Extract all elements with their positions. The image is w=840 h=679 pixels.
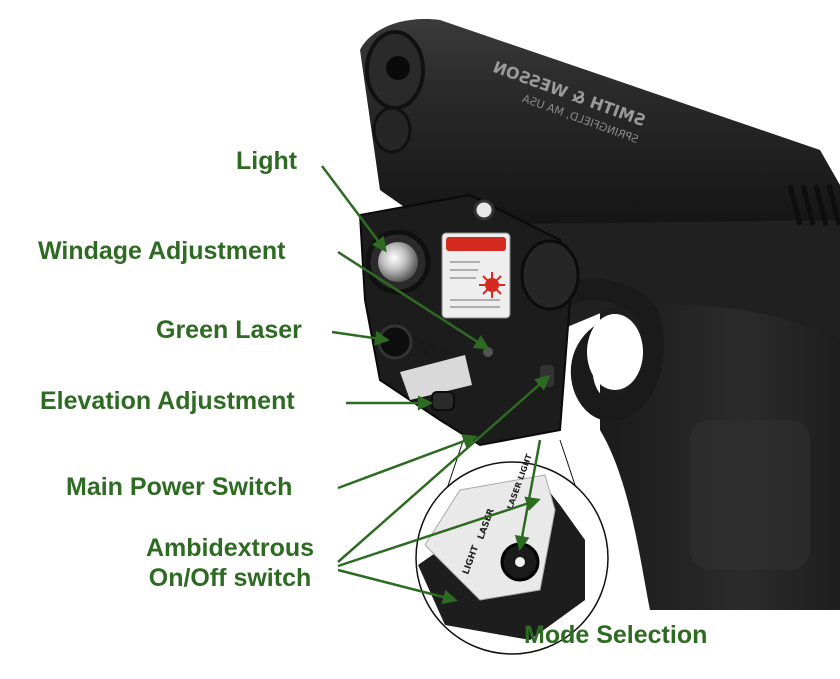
pistol-illustration: SMITH & WESSON SPRINGFIELD, MA USA <box>358 19 840 610</box>
windage-screw <box>483 347 493 357</box>
pointer-ambi-2 <box>337 496 541 568</box>
pointer-green-laser <box>331 330 390 346</box>
grip-texture <box>690 420 810 570</box>
pointer-light <box>321 165 387 253</box>
mode-selector-inset: LIGHT LASER LASER LIGHT <box>415 434 609 655</box>
label-ambidextrous-line1: Ambidextrous <box>145 534 315 562</box>
pointer-windage <box>337 250 490 350</box>
pointer-main-power <box>337 434 478 490</box>
pistol-slide <box>360 19 840 225</box>
label-main-power-switch: Main Power Switch <box>66 473 293 501</box>
muzzle-bore <box>386 56 410 80</box>
laser-warning-icon <box>479 272 505 298</box>
mount-screw <box>473 199 495 221</box>
label-mode-selection: Mode Selection <box>524 621 708 649</box>
pointer-lines <box>321 165 551 605</box>
label-ambidextrous-line2: On/Off switch <box>148 564 312 592</box>
label-green-laser: Green Laser <box>156 316 302 344</box>
pointer-ambi-3 <box>337 568 458 605</box>
light-lens-icon <box>378 242 418 282</box>
label-elevation-adjustment: Elevation Adjustment <box>40 387 295 415</box>
pointer-ambi-1 <box>337 375 551 563</box>
pointer-mode <box>514 439 542 551</box>
laser-aperture-icon <box>377 324 413 360</box>
mode-dial-center <box>515 557 525 567</box>
elevation-knob <box>431 391 455 411</box>
label-windage-adjustment: Windage Adjustment <box>38 237 286 265</box>
laser-warning-label <box>441 232 511 319</box>
label-ambidextrous-switch: Ambidextrous On/Off switch <box>130 533 330 593</box>
muzzle-lower <box>372 106 412 154</box>
slide-serrations <box>787 184 840 226</box>
label-light: Light <box>236 147 298 175</box>
trigger-guard-opening <box>587 314 643 390</box>
side-knob <box>520 239 580 311</box>
